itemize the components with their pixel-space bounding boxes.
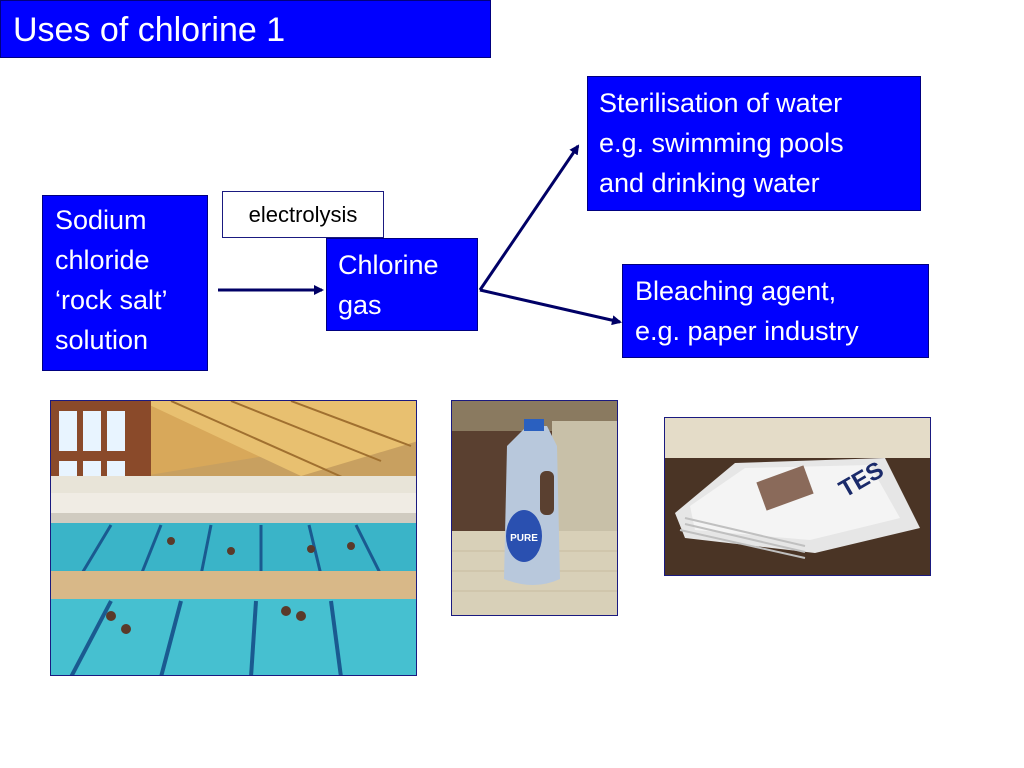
arrow-to-sterilisation: [478, 144, 580, 291]
sodium-chloride-box: Sodium chloride ‘rock salt’ solution: [42, 195, 208, 371]
chlorine-gas-box: Chlorine gas: [326, 238, 478, 331]
bleach-bottle-label: PURE: [510, 533, 538, 544]
electrolysis-label: electrolysis: [222, 191, 384, 238]
swimming-pool-photo: [50, 400, 417, 676]
slide-title: Uses of chlorine 1: [0, 0, 491, 58]
newspapers-photo: TES: [664, 417, 931, 576]
sterilisation-box: Sterilisation of water e.g. swimming poo…: [587, 76, 921, 211]
arrow-to-bleaching: [479, 288, 622, 326]
bleaching-box: Bleaching agent, e.g. paper industry: [622, 264, 929, 358]
bleach-bottle-photo: PURE: [451, 400, 618, 616]
